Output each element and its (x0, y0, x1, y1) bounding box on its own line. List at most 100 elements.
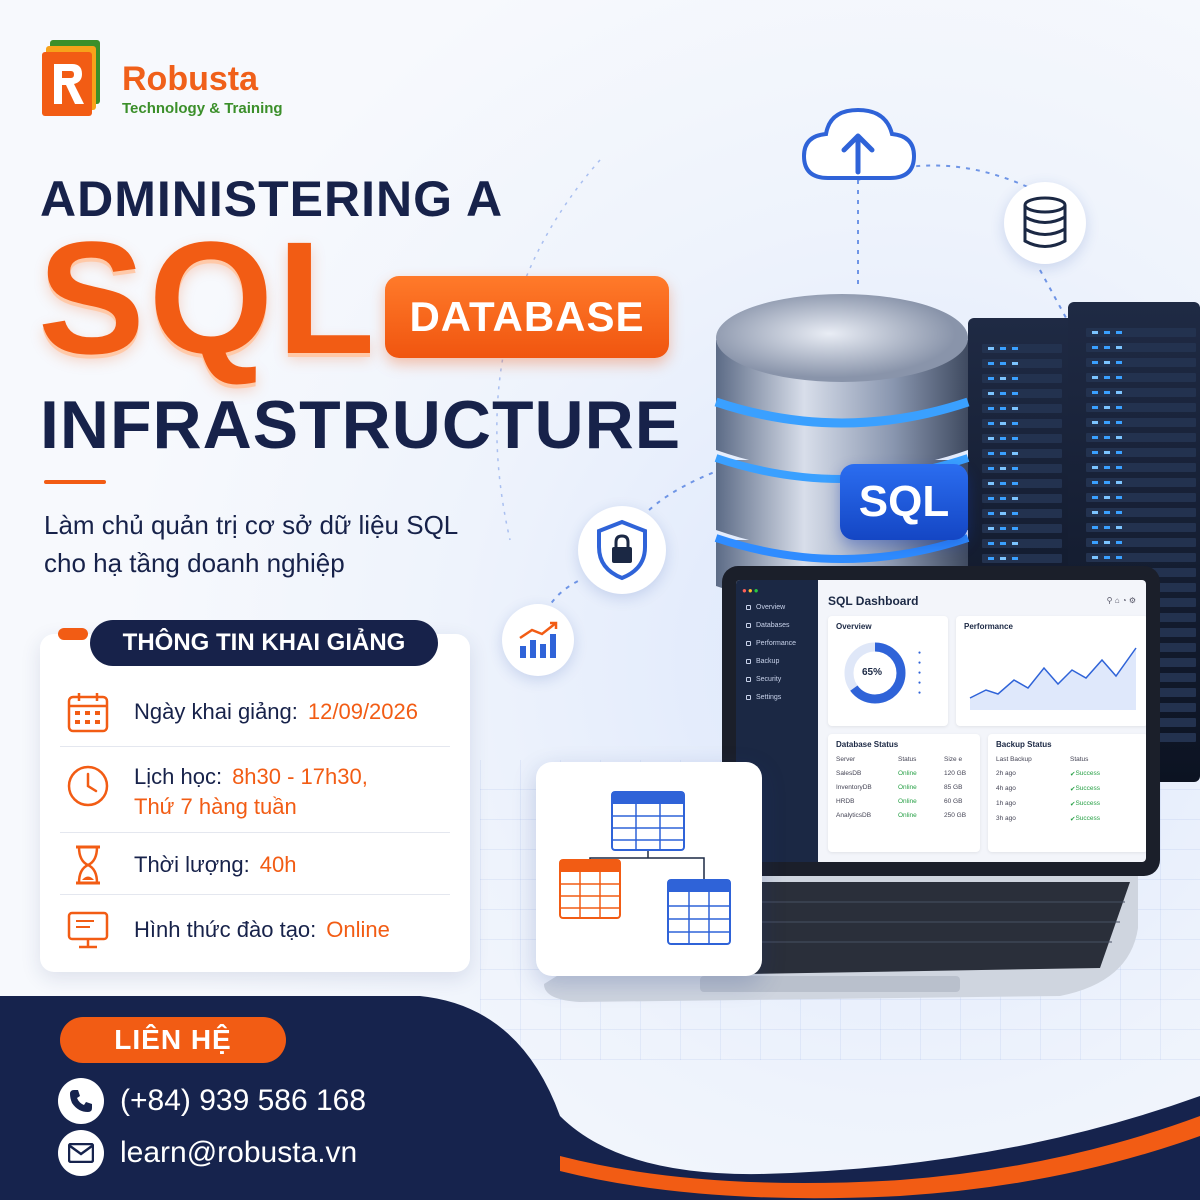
server-light (1104, 451, 1110, 454)
server-unit (982, 359, 1062, 368)
email-address[interactable]: learn@robusta.vn (120, 1136, 358, 1169)
server-unit (1086, 373, 1196, 382)
server-unit (1086, 418, 1196, 427)
server-light (1012, 422, 1018, 425)
nav-overview[interactable]: Overview (746, 604, 785, 611)
title-divider (44, 480, 106, 484)
server-unit (982, 479, 1062, 488)
server-light (1092, 361, 1098, 364)
start-date-label: Ngày khai giảng: (134, 699, 298, 724)
server-light (1092, 466, 1098, 469)
server-light (1116, 451, 1122, 454)
server-light (1092, 406, 1098, 409)
nav-databases[interactable]: Databases (746, 622, 789, 629)
dashboard-toolbar-icons[interactable]: ⚲ ⌂ ◔ ⚙ (1106, 596, 1136, 605)
server-light (1092, 346, 1098, 349)
server-light (1000, 407, 1006, 410)
brand-tagline: Technology & Training (122, 100, 283, 117)
server-light (1116, 496, 1122, 499)
cloud-upload-icon (801, 107, 917, 180)
row-divider (60, 894, 450, 895)
subtitle: Làm chủ quản trị cơ sở dữ liệu SQL cho h… (44, 506, 564, 582)
card-accent (58, 628, 88, 640)
server-light (988, 437, 994, 440)
server-light (1116, 541, 1122, 544)
laptop-screen: ●●● Overview Databases Performance Backu… (722, 566, 1160, 876)
server-unit (982, 509, 1062, 518)
calendar-icon (67, 693, 109, 733)
server-light (1104, 481, 1110, 484)
server-light (1092, 541, 1098, 544)
server-light (1104, 526, 1110, 529)
server-light (1104, 496, 1110, 499)
server-light (1116, 406, 1122, 409)
clock-icon (67, 765, 109, 807)
contact-phone[interactable]: (+84) 939 586 168 (58, 1078, 366, 1124)
server-light (988, 497, 994, 500)
server-light (1116, 361, 1122, 364)
server-unit (982, 419, 1062, 428)
server-unit (1086, 388, 1196, 397)
server-unit (982, 539, 1062, 548)
contact-email[interactable]: learn@robusta.vn (58, 1130, 357, 1176)
server-light (988, 452, 994, 455)
nav-backup[interactable]: Backup (746, 658, 779, 665)
server-light (1092, 421, 1098, 424)
growth-chart-icon (519, 621, 558, 658)
server-light (1104, 511, 1110, 514)
phone-number[interactable]: (+84) 939 586 168 (120, 1084, 367, 1117)
server-light (1116, 346, 1122, 349)
server-light (988, 557, 994, 560)
overview-legend: ●●●●● (918, 650, 922, 696)
nav-performance[interactable]: Performance (746, 640, 796, 647)
database-status-title: Database Status (836, 740, 899, 749)
server-light (1012, 497, 1018, 500)
server-light (988, 467, 994, 470)
overview-donut (844, 642, 906, 704)
nav-security[interactable]: Security (746, 676, 781, 683)
schedule-value-2: Thứ 7 hàng tuần (134, 794, 297, 819)
nav-settings[interactable]: Settings (746, 694, 781, 701)
server-light (1000, 482, 1006, 485)
growth-bubble (502, 604, 574, 676)
server-unit (982, 464, 1062, 473)
sql-badge: SQL (840, 464, 968, 540)
server-light (1104, 541, 1110, 544)
table-row: 3h ago✔ Success (996, 815, 1101, 823)
table-row: 4h ago✔ Success (996, 785, 1101, 793)
info-row-duration: Thời lượng: 40h (66, 843, 454, 887)
duration-label: Thời lượng: (134, 852, 250, 877)
server-unit (1086, 493, 1196, 502)
performance-line-chart (969, 647, 1137, 710)
server-light (1000, 497, 1006, 500)
server-light (1092, 496, 1098, 499)
server-light (1092, 376, 1098, 379)
robusta-logo-icon (42, 40, 100, 116)
shield-lock-icon (597, 519, 647, 581)
server-light (1116, 556, 1122, 559)
server-light (1012, 557, 1018, 560)
server-unit (1086, 538, 1196, 547)
server-light (1116, 526, 1122, 529)
server-light (1012, 392, 1018, 395)
server-light (1000, 542, 1006, 545)
server-light (1092, 481, 1098, 484)
contact-band (0, 996, 1200, 1200)
server-unit (1086, 523, 1196, 532)
subtitle-line-1: Làm chủ quản trị cơ sở dữ liệu SQL (44, 510, 459, 540)
server-light (1116, 376, 1122, 379)
server-unit (982, 449, 1062, 458)
server-unit (1086, 403, 1196, 412)
server-light (1000, 362, 1006, 365)
server-unit (1086, 448, 1196, 457)
server-light (1104, 406, 1110, 409)
server-light (988, 512, 994, 515)
format-value: Online (326, 917, 390, 942)
server-light (988, 422, 994, 425)
title-line-1: ADMINISTERING A (40, 171, 504, 227)
server-unit (1086, 508, 1196, 517)
server-light (1104, 361, 1110, 364)
